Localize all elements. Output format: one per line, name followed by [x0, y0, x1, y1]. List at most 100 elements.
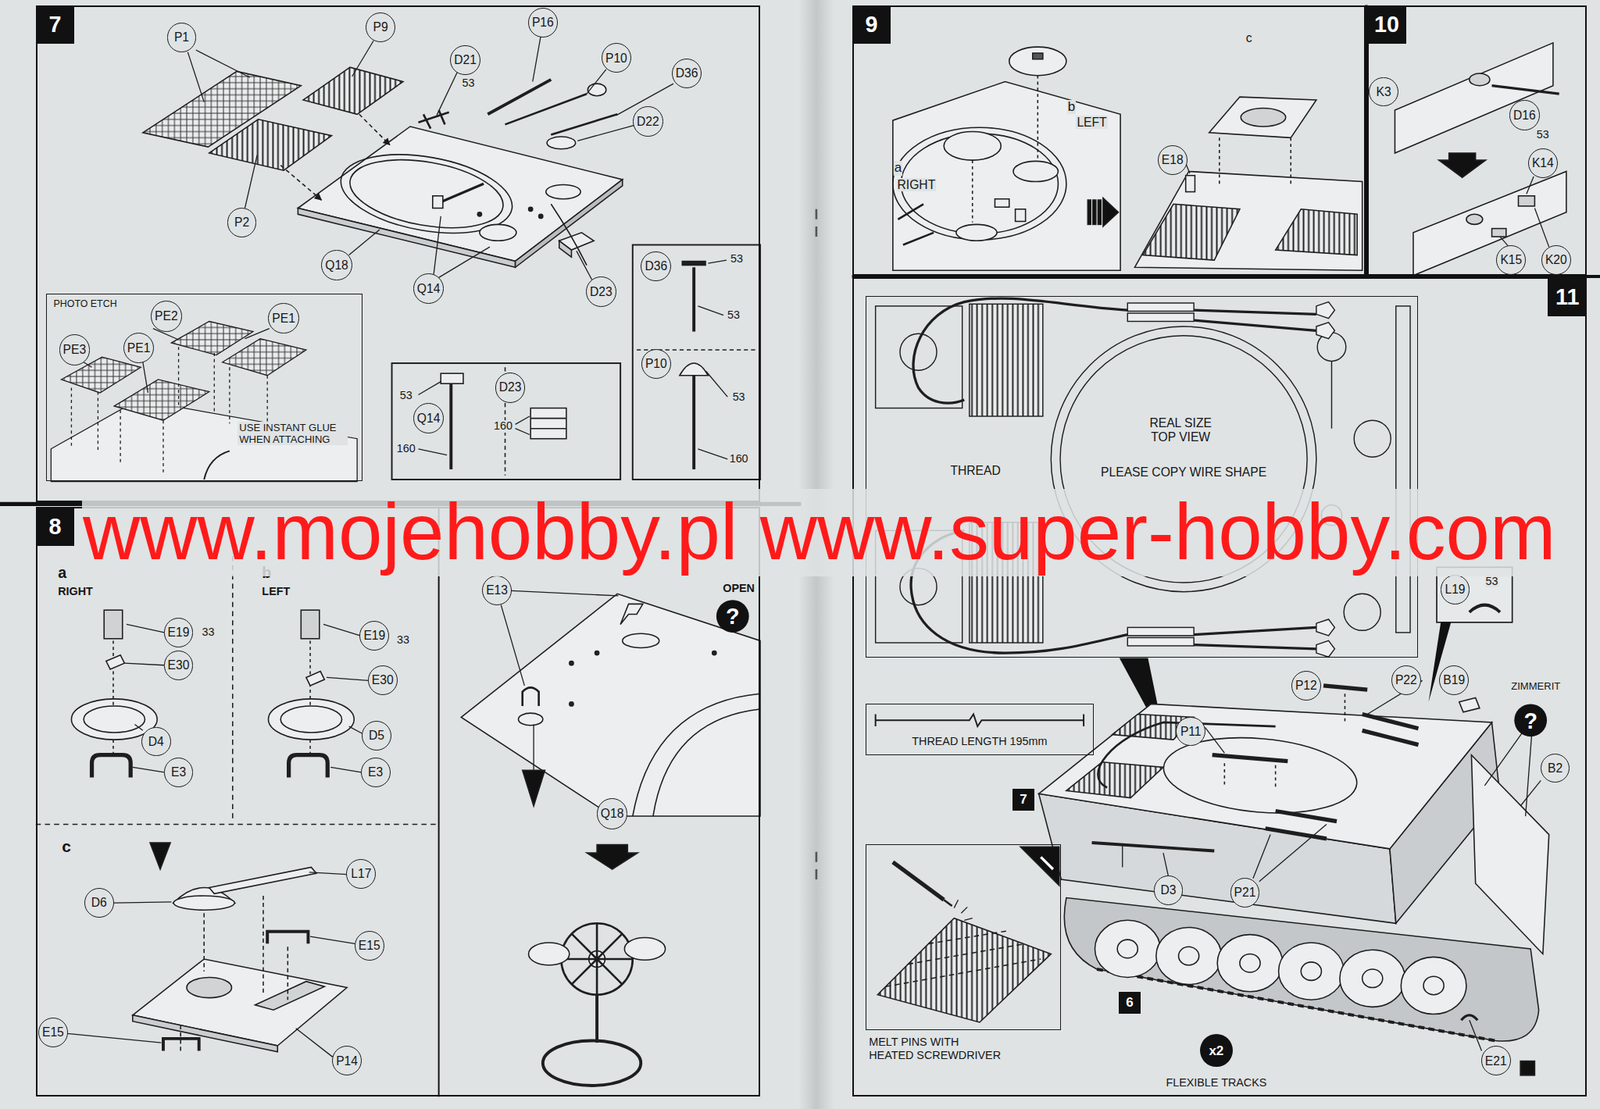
- rear-plate-parts: [1500, 176, 1550, 247]
- tank-hull: [1253, 825, 1327, 883]
- sub-step-letter: b: [1067, 100, 1076, 115]
- callout-number: E15: [354, 931, 385, 961]
- photo-etch-detail: [114, 379, 209, 421]
- note-text: USE INSTANT GLUE WHEN ATTACHING: [237, 421, 348, 446]
- hatch-opening: [586, 845, 638, 870]
- cupola-assembly: [255, 982, 325, 1011]
- cupola-assembly: [173, 896, 235, 911]
- part-details: [530, 418, 567, 429]
- tank-hull: [1156, 927, 1222, 985]
- option-note: ZIMMERIT: [1510, 681, 1561, 693]
- hatch-assemblies: [112, 640, 115, 707]
- callout-number: D23: [495, 372, 526, 404]
- engine-deck-parts: [477, 212, 482, 217]
- hatch-discs: [1209, 96, 1317, 138]
- part-number: D23: [499, 381, 522, 394]
- note-text: MELT PINS WITH HEATED SCREWDRIVER: [867, 1035, 1005, 1062]
- tank-hull: [1066, 762, 1164, 799]
- step-number: 7: [35, 5, 75, 45]
- callout-number: D23: [585, 276, 617, 308]
- question-mark: ?: [725, 604, 741, 630]
- part-details: [697, 371, 728, 460]
- part-details: [440, 373, 464, 384]
- hatch-discs: [1219, 137, 1291, 186]
- side-note: LEFT: [1075, 115, 1108, 129]
- photo-etch-detail: [50, 400, 358, 483]
- note-text: PHOTO ETCH: [52, 298, 119, 310]
- track-melt-detail: [953, 900, 973, 921]
- zimmerit-question-icon: [1514, 703, 1547, 737]
- rear-plate-parts: [1394, 42, 1566, 276]
- tank-hull: [1469, 780, 1541, 1051]
- leader-lines: [577, 125, 634, 142]
- callout-number: E21: [1481, 1046, 1511, 1076]
- hatch-discs: [892, 82, 1121, 272]
- cupola-assembly: [132, 959, 347, 1047]
- part-number: K3: [1376, 85, 1392, 99]
- hatch-opening: [522, 687, 540, 707]
- part-details: [530, 408, 567, 440]
- part-details: [449, 382, 453, 470]
- paint-number: 53: [729, 253, 744, 266]
- callout-number: Q18: [596, 798, 629, 830]
- leader-lines: [187, 35, 674, 280]
- tank-hull: [1039, 703, 1493, 850]
- hatch-assemblies: [112, 739, 115, 754]
- rear-plate-parts: [1518, 196, 1536, 207]
- note-text: THREAD LENGTH 195mm: [910, 735, 1049, 749]
- step-number: 7: [1019, 792, 1027, 807]
- callout-number: P10: [641, 349, 672, 379]
- hatch-opening: [460, 590, 761, 1086]
- part-number: E13: [485, 584, 508, 597]
- hatch-opening: [569, 702, 574, 707]
- tank-hull: [1520, 1061, 1535, 1076]
- hatch-assemblies: [280, 706, 342, 733]
- callout-number: E18: [1157, 145, 1188, 175]
- leader-lines: [187, 50, 250, 103]
- callout-number: E13: [482, 575, 512, 606]
- note-box: THREAD LENGTH 195mm: [865, 703, 1095, 755]
- panel-separators: [0, 5, 1600, 1098]
- part-number: P10: [645, 357, 668, 371]
- hatch-opening: [594, 650, 599, 655]
- part-number: E18: [1161, 153, 1184, 167]
- watermark: www.mojehobby.pl www.super-hobby.com: [82, 489, 1558, 577]
- callout-number: PE1: [267, 303, 300, 335]
- callout-number: Q18: [321, 250, 353, 282]
- engine-deck-parts: [528, 207, 533, 211]
- hatch-discs: [1185, 175, 1196, 193]
- part-number: B19: [1442, 674, 1465, 687]
- engine-deck-parts: [280, 165, 322, 200]
- rear-plate-parts: [1469, 73, 1490, 86]
- tank-hull: [1323, 685, 1368, 690]
- cupola-assembly: [67, 842, 355, 1058]
- callout-number: E30: [367, 665, 398, 696]
- hatch-discs: [1092, 200, 1097, 225]
- photo-etch-detail: [83, 328, 270, 393]
- step-panel: 10K3D16K14K15K20: [1367, 5, 1587, 276]
- part-number: E30: [371, 674, 394, 687]
- quantity-text: x2: [1208, 1044, 1224, 1058]
- rear-plate-parts: [1492, 228, 1507, 237]
- cupola-assembly: [186, 977, 232, 998]
- part-number: Q18: [600, 807, 625, 821]
- leader-lines: [349, 229, 380, 256]
- part-number: PE3: [63, 343, 87, 357]
- hatch-discs: [892, 46, 1363, 271]
- part-number: D22: [636, 115, 660, 129]
- callout-number: D36: [640, 251, 672, 283]
- part-number: E30: [167, 659, 190, 672]
- callout-number: Q14: [413, 273, 445, 305]
- part-details: [392, 245, 761, 480]
- part-number: PE1: [127, 342, 151, 355]
- callout-number: E15: [38, 1017, 68, 1048]
- hatch-discs: [897, 203, 934, 245]
- hatch-assemblies: [309, 640, 311, 707]
- part-number: P16: [532, 16, 554, 29]
- track-melt-detail: [877, 918, 1051, 1023]
- cupola-assembly: [209, 867, 317, 894]
- paint-number: 53: [1535, 128, 1550, 142]
- callout-number: P1: [167, 22, 197, 53]
